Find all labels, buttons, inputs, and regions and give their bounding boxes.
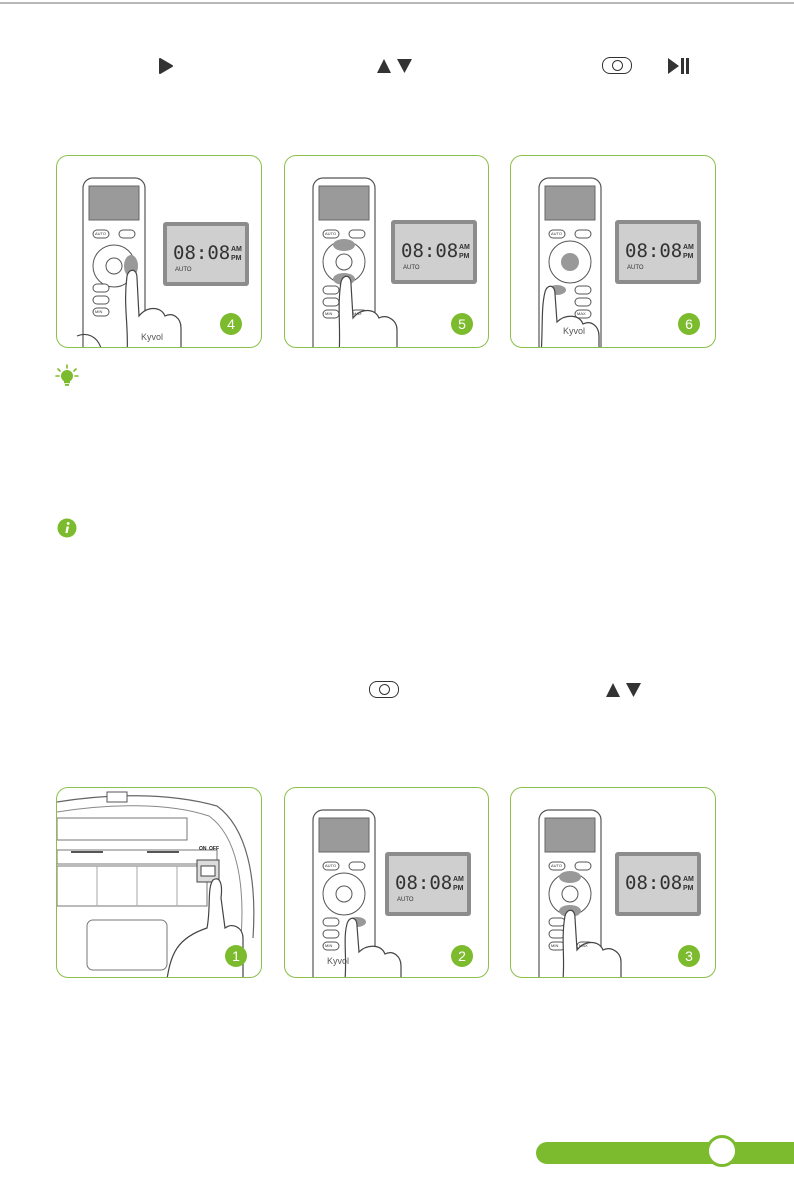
- lcd-am: AM: [683, 244, 694, 251]
- step-badge: 2: [451, 945, 473, 967]
- clock-button-icon: [602, 57, 632, 74]
- remote-max-key: MAX: [577, 311, 586, 316]
- step-badge: 1: [225, 945, 247, 967]
- remote-brand: Kyvol: [563, 326, 586, 336]
- remote-auto-key: AUTO: [325, 231, 337, 236]
- robot-illustration: [57, 791, 255, 977]
- remote-auto-key: AUTO: [95, 231, 107, 236]
- remote-auto-key: AUTO: [551, 231, 563, 236]
- lcd-auto: AUTO: [397, 897, 414, 903]
- remote-illustration: [312, 809, 471, 977]
- step-badge: 5: [451, 313, 473, 335]
- lcd-pm: PM: [231, 255, 242, 262]
- lcd-time: 08:08: [625, 872, 683, 894]
- top-rule: [0, 2, 794, 4]
- lcd-time: 08:08: [395, 872, 453, 894]
- lcd-time: 08:08: [173, 242, 231, 264]
- remote-max-key: MAX: [353, 311, 362, 316]
- switch-label-on: ON: [199, 846, 207, 852]
- remote-auto-key: AUTO: [551, 863, 563, 868]
- remote-min-key: MIN: [325, 311, 333, 316]
- lcd-am: AM: [459, 244, 470, 251]
- remote-brand: Kyvol: [327, 956, 350, 966]
- up-down-arrows-icon: [377, 59, 412, 73]
- remote-auto-key: AUTO: [325, 863, 337, 868]
- footer-bar: [536, 1142, 794, 1164]
- remote-min-key: MIN: [325, 943, 333, 948]
- remote-illustration: [76, 177, 249, 347]
- remote-max-key: MAX: [579, 943, 588, 948]
- step-panel-3: 08:08 AM PM AUTO MIN MAX 3: [510, 787, 716, 978]
- play-pause-icon: [668, 58, 689, 74]
- lcd-auto: AUTO: [627, 265, 644, 271]
- step-panel-5: 08:08 AM PM AUTO AUTO MIN MAX 5: [284, 155, 489, 348]
- remote-illustration: [538, 809, 701, 977]
- lcd-time: 08:08: [625, 240, 683, 262]
- lcd-pm: PM: [683, 253, 694, 260]
- step-panel-1: ON OFF 1: [56, 787, 262, 978]
- info-icon: [57, 518, 77, 538]
- lcd-auto: AUTO: [175, 267, 192, 273]
- lcd-am: AM: [683, 876, 694, 883]
- lcd-pm: PM: [453, 885, 464, 892]
- switch-label-off: OFF: [209, 846, 219, 852]
- step-panel-2: 08:08 AM PM AUTO AUTO MIN Kyvol 2: [284, 787, 489, 978]
- step-panel-6: 08:08 AM PM AUTO AUTO MAX Kyvol 6: [510, 155, 716, 348]
- lcd-am: AM: [231, 246, 242, 253]
- remote-min-key: MIN: [95, 309, 103, 314]
- step-badge: 6: [678, 313, 700, 335]
- lcd-am: AM: [453, 876, 464, 883]
- lcd-auto: AUTO: [403, 265, 420, 271]
- up-down-arrows-icon: [606, 683, 641, 697]
- lcd-time: 08:08: [401, 240, 459, 262]
- remote-brand: Kyvol: [141, 332, 164, 342]
- remote-illustration: [312, 177, 477, 347]
- step-badge: 3: [678, 945, 700, 967]
- play-icon: [159, 58, 173, 74]
- lcd-pm: PM: [683, 885, 694, 892]
- remote-min-key: MIN: [551, 943, 559, 948]
- step-badge: 4: [220, 313, 242, 335]
- lightbulb-icon: [55, 364, 79, 386]
- lcd-pm: PM: [459, 253, 470, 260]
- step-panel-4: 08:08 AM PM AUTO AUTO MIN Kyvol 4: [56, 155, 262, 348]
- remote-illustration: [538, 177, 701, 347]
- clock-button-icon: [369, 681, 399, 698]
- footer-page-circle: [706, 1135, 738, 1167]
